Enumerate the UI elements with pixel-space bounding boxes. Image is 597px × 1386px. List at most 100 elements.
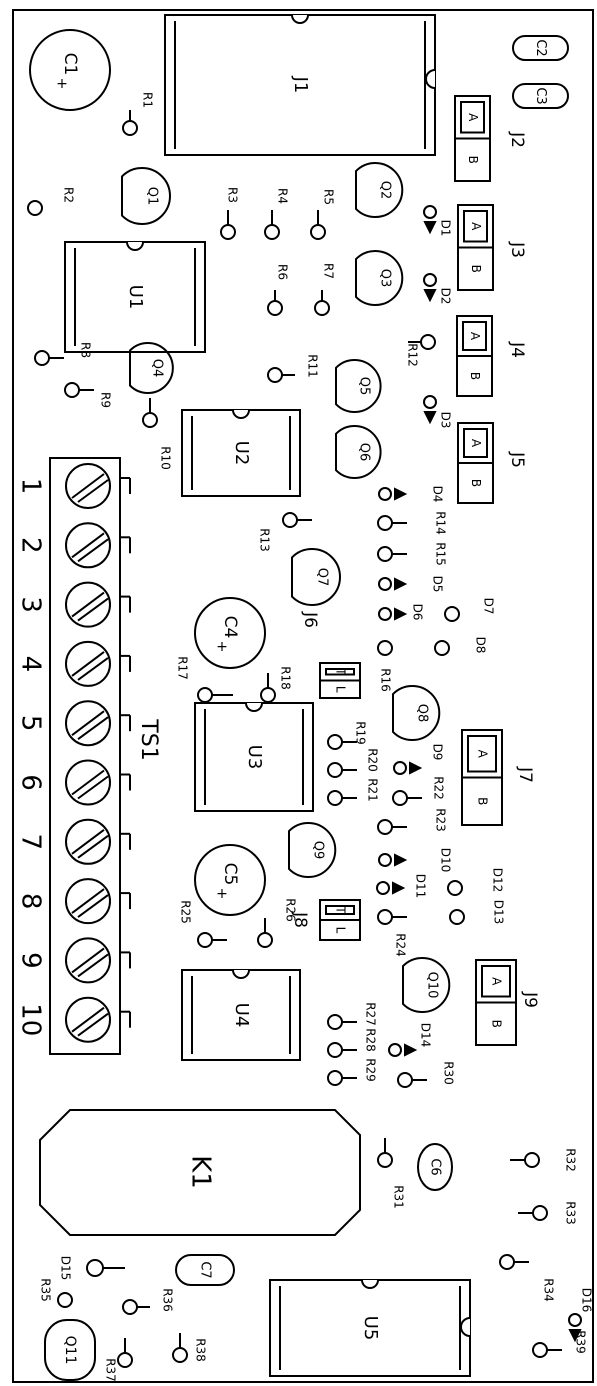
u1-label: U1 <box>125 285 146 310</box>
r26-label: R26 <box>284 898 298 922</box>
c2-label: C2 <box>533 39 548 56</box>
r36-pad <box>122 1299 138 1315</box>
r8-label: R8 <box>79 342 93 358</box>
r19-pad <box>327 734 343 750</box>
c7-label: C7 <box>198 1261 213 1278</box>
r34-pad <box>499 1254 515 1270</box>
d5-symbol <box>394 577 408 591</box>
r19-label: R19 <box>354 721 368 745</box>
c6-label: C6 <box>428 1158 443 1175</box>
r5-pad <box>310 224 326 240</box>
d7-pad <box>444 606 460 622</box>
r18-label: R18 <box>279 666 293 690</box>
r31-pad <box>377 1152 393 1168</box>
r2-label: R2 <box>62 187 76 203</box>
c5-polarity: + <box>216 886 228 902</box>
terminal-5-number: 5 <box>16 715 46 732</box>
terminal-2-slot <box>77 538 109 563</box>
terminal-3-screw <box>65 581 111 628</box>
terminal-3-number: 3 <box>16 596 46 613</box>
d13-pad <box>449 909 465 925</box>
d14-symbol <box>404 1043 418 1057</box>
j9-pin-a-box <box>481 965 511 998</box>
terminal-4-screw <box>65 640 111 687</box>
r35-label: R35 <box>39 1278 53 1302</box>
d6-pad <box>378 607 392 621</box>
r13-pad <box>282 512 298 528</box>
j6-label: J6 <box>300 611 320 628</box>
r11-pad <box>267 367 283 383</box>
terminal-7-slot <box>71 828 105 855</box>
r14-label: R14 <box>434 511 448 535</box>
r21-pad <box>327 790 343 806</box>
r27-pad <box>327 1014 343 1030</box>
r28-pad <box>327 1042 343 1058</box>
c3-body <box>512 83 569 109</box>
terminal-10-number: 10 <box>16 1003 46 1036</box>
u4-notch <box>232 969 250 979</box>
d8-pad <box>434 640 450 656</box>
d4-symbol <box>394 487 408 501</box>
q11-body <box>44 1319 96 1381</box>
j3-pin-a: A <box>469 222 483 231</box>
r7-label: R7 <box>322 263 336 279</box>
c1-body <box>29 29 111 111</box>
j7-label: J7 <box>515 766 535 783</box>
r26-pad <box>257 932 273 948</box>
r32-label: R32 <box>564 1148 578 1172</box>
j6-pin-b: L <box>334 686 348 693</box>
q10-body <box>402 957 451 1013</box>
c1-label: C1 <box>60 53 80 76</box>
k1-label: K1 <box>186 1155 216 1189</box>
u5-key <box>460 1317 471 1337</box>
terminal-8-screw <box>65 878 111 925</box>
q8-label: Q8 <box>415 704 430 723</box>
r35-pad <box>57 1292 73 1308</box>
j8-pin-a-box <box>325 905 355 915</box>
d16-pad <box>568 1313 582 1327</box>
r17-label: R17 <box>176 656 190 680</box>
j2-label: J2 <box>507 131 527 148</box>
q4-label: Q4 <box>150 359 165 378</box>
c7-body <box>175 1254 235 1286</box>
r15-pad <box>377 546 393 562</box>
d12-label: D12 <box>491 868 505 893</box>
board-outline <box>12 9 594 1383</box>
r8-pad <box>34 350 50 366</box>
terminal-10-screw <box>65 996 111 1043</box>
j6-pin-a: T <box>334 667 348 676</box>
c5-body <box>194 844 266 916</box>
j5-label: J5 <box>507 451 527 468</box>
terminal-5-slot <box>77 716 109 741</box>
d5-label: D5 <box>431 576 445 593</box>
u2-notch <box>232 409 250 419</box>
r16-pad <box>377 640 393 656</box>
j5-pin-b: B <box>469 479 483 487</box>
terminal-6-screw <box>65 759 111 806</box>
d10-pad <box>378 853 392 867</box>
r24-pad <box>377 909 393 925</box>
j4-pin-a-box <box>462 321 487 351</box>
r14-pad <box>377 515 393 531</box>
terminal-10-slot <box>77 1012 109 1037</box>
r33-label: R33 <box>564 1201 578 1225</box>
terminal-8-number: 8 <box>16 893 46 910</box>
r31-label: R31 <box>392 1185 406 1209</box>
terminal-7-slot <box>77 834 109 859</box>
d2-symbol <box>423 289 437 303</box>
terminal-3-slot <box>71 591 105 618</box>
j3-label: J3 <box>507 241 527 258</box>
d11-label: D11 <box>414 874 428 899</box>
r1-pad <box>122 120 138 136</box>
d15-pad <box>86 1259 104 1277</box>
r38-label: R38 <box>194 1338 208 1362</box>
r10-label: R10 <box>159 446 173 470</box>
r20-label: R20 <box>366 748 380 772</box>
r5-label: R5 <box>322 189 336 205</box>
r3-label: R3 <box>226 187 240 203</box>
j7-pin-a-box <box>467 735 497 773</box>
r33-pad <box>532 1205 548 1221</box>
r23-pad <box>377 819 393 835</box>
terminal-9-slot <box>71 947 105 974</box>
r2-pad <box>27 200 43 216</box>
